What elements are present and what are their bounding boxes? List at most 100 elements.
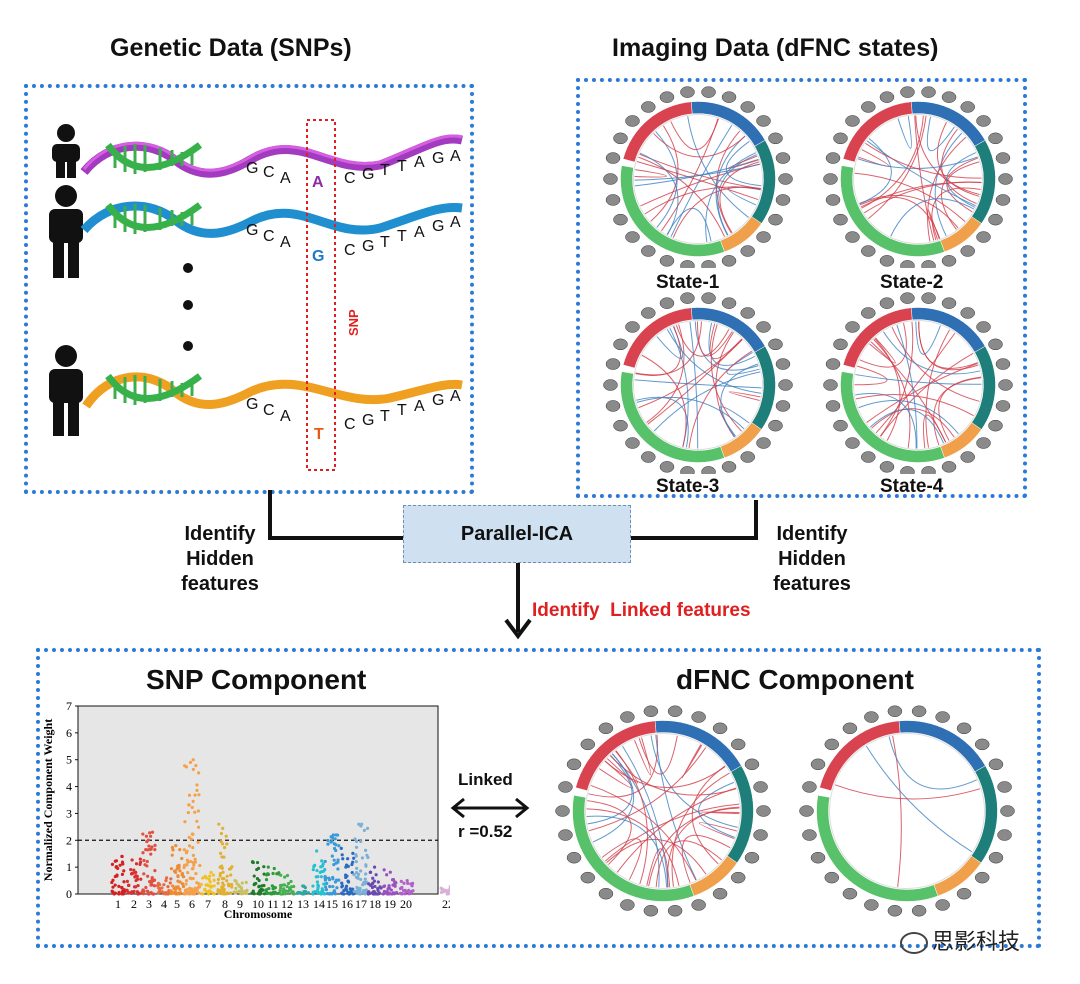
snp-point: [376, 880, 380, 884]
snp-point: [410, 884, 414, 888]
network-segment: [620, 165, 725, 257]
snp-point: [291, 890, 295, 894]
snp-point: [400, 885, 404, 890]
snp-point: [341, 857, 345, 861]
brain-thumbnail-icon: [976, 437, 991, 449]
network-segment: [654, 720, 742, 773]
dna-sequence-2: G C A G C G T T A G A: [246, 214, 476, 265]
snp-point: [218, 890, 222, 894]
x-axis-label: Chromosome: [224, 907, 293, 921]
brain-thumbnail-icon: [667, 904, 683, 917]
connectivity-chord: [931, 187, 981, 241]
snp-point: [174, 844, 178, 848]
snp-point: [373, 884, 377, 889]
network-segment: [842, 101, 913, 163]
y-tick-label: 2: [66, 833, 72, 847]
snp-point: [356, 876, 360, 880]
snp-point: [352, 872, 356, 877]
brain-thumbnail-icon: [845, 115, 860, 127]
snp-point: [122, 869, 126, 873]
snp-point: [189, 888, 193, 893]
brain-thumbnail-icon: [641, 245, 656, 257]
snp-point: [370, 882, 374, 886]
snp-point: [187, 835, 191, 839]
snp-highlight-box: [306, 119, 336, 471]
brain-thumbnail-icon: [935, 711, 950, 723]
snp-point: [144, 885, 148, 890]
snp-point: [240, 881, 244, 885]
snp-point: [193, 810, 197, 814]
connectivity-chord: [863, 181, 982, 214]
x-tick-label: 9: [237, 897, 243, 911]
snp-point: [355, 866, 359, 871]
snp-point: [349, 889, 353, 894]
brain-thumbnail-icon: [974, 871, 990, 884]
brain-thumbnail-icon: [976, 115, 991, 127]
brain-thumbnail-icon: [613, 338, 628, 351]
brain-thumbnail-icon: [941, 91, 957, 103]
brain-thumbnail-icon: [988, 419, 1003, 432]
y-tick-label: 7: [66, 700, 72, 713]
snp-point: [117, 884, 121, 888]
snp-point: [134, 862, 139, 866]
brain-thumbnail-icon: [625, 231, 640, 243]
snp-point: [184, 879, 189, 883]
parallel-ica-box: Parallel-ICA: [403, 505, 631, 563]
snp-point: [262, 883, 266, 888]
x-tick-label: 14: [313, 897, 325, 911]
snp-point: [352, 889, 356, 893]
brain-thumbnail-icon: [768, 213, 783, 226]
connectivity-chord: [634, 737, 652, 776]
brain-thumbnail-icon: [845, 231, 860, 243]
brain-thumbnail-icon: [756, 805, 771, 817]
connectivity-chord: [933, 377, 982, 446]
brain-thumbnail-icon: [997, 829, 1012, 841]
snp-point: [120, 854, 124, 859]
connectivity-chord: [641, 354, 687, 447]
connectivity-chord: [606, 750, 638, 784]
snp-point: [169, 867, 174, 871]
snp-point: [172, 869, 177, 873]
brain-thumbnail-icon: [778, 379, 793, 391]
snp-point: [262, 872, 266, 876]
snp-point: [326, 838, 330, 843]
snp-point: [316, 884, 321, 888]
connectivity-chord: [655, 131, 678, 228]
snp-point: [327, 892, 332, 896]
snp-point: [187, 844, 192, 848]
snp-point: [386, 892, 391, 896]
snp-point: [225, 879, 229, 883]
snp-point: [264, 878, 269, 882]
connectivity-chord: [681, 744, 703, 779]
brain-thumbnail-icon: [613, 213, 628, 226]
connectivity-chord: [859, 138, 892, 205]
brain-thumbnail-icon: [842, 887, 858, 900]
snp-point: [360, 856, 365, 860]
person-icon-1: [52, 124, 80, 178]
connectivity-chord: [588, 747, 707, 832]
brain-thumbnail-icon: [744, 758, 760, 771]
snp-point: [207, 884, 211, 888]
snp-point: [149, 834, 153, 838]
snp-point: [207, 877, 211, 881]
snp-point: [321, 891, 325, 895]
seq-letter: C: [263, 164, 275, 181]
snp-point: [332, 889, 337, 893]
snp-point: [388, 870, 392, 874]
brain-thumbnail-icon: [566, 758, 582, 771]
snp-point: [219, 831, 224, 836]
snp-point: [303, 891, 307, 895]
brain-thumbnail-icon: [998, 173, 1013, 185]
snp-point: [227, 883, 232, 887]
connectivity-chord: [691, 765, 726, 865]
brain-thumbnail-icon: [995, 358, 1011, 370]
snp-point: [178, 848, 182, 852]
snp-point: [195, 887, 199, 891]
network-segment: [572, 794, 695, 902]
snp-point: [134, 870, 138, 874]
connectivity-chord: [937, 122, 980, 197]
snp-point: [122, 880, 126, 884]
snp-point: [221, 886, 225, 890]
snp-point: [220, 842, 225, 846]
snp-point: [375, 892, 380, 896]
